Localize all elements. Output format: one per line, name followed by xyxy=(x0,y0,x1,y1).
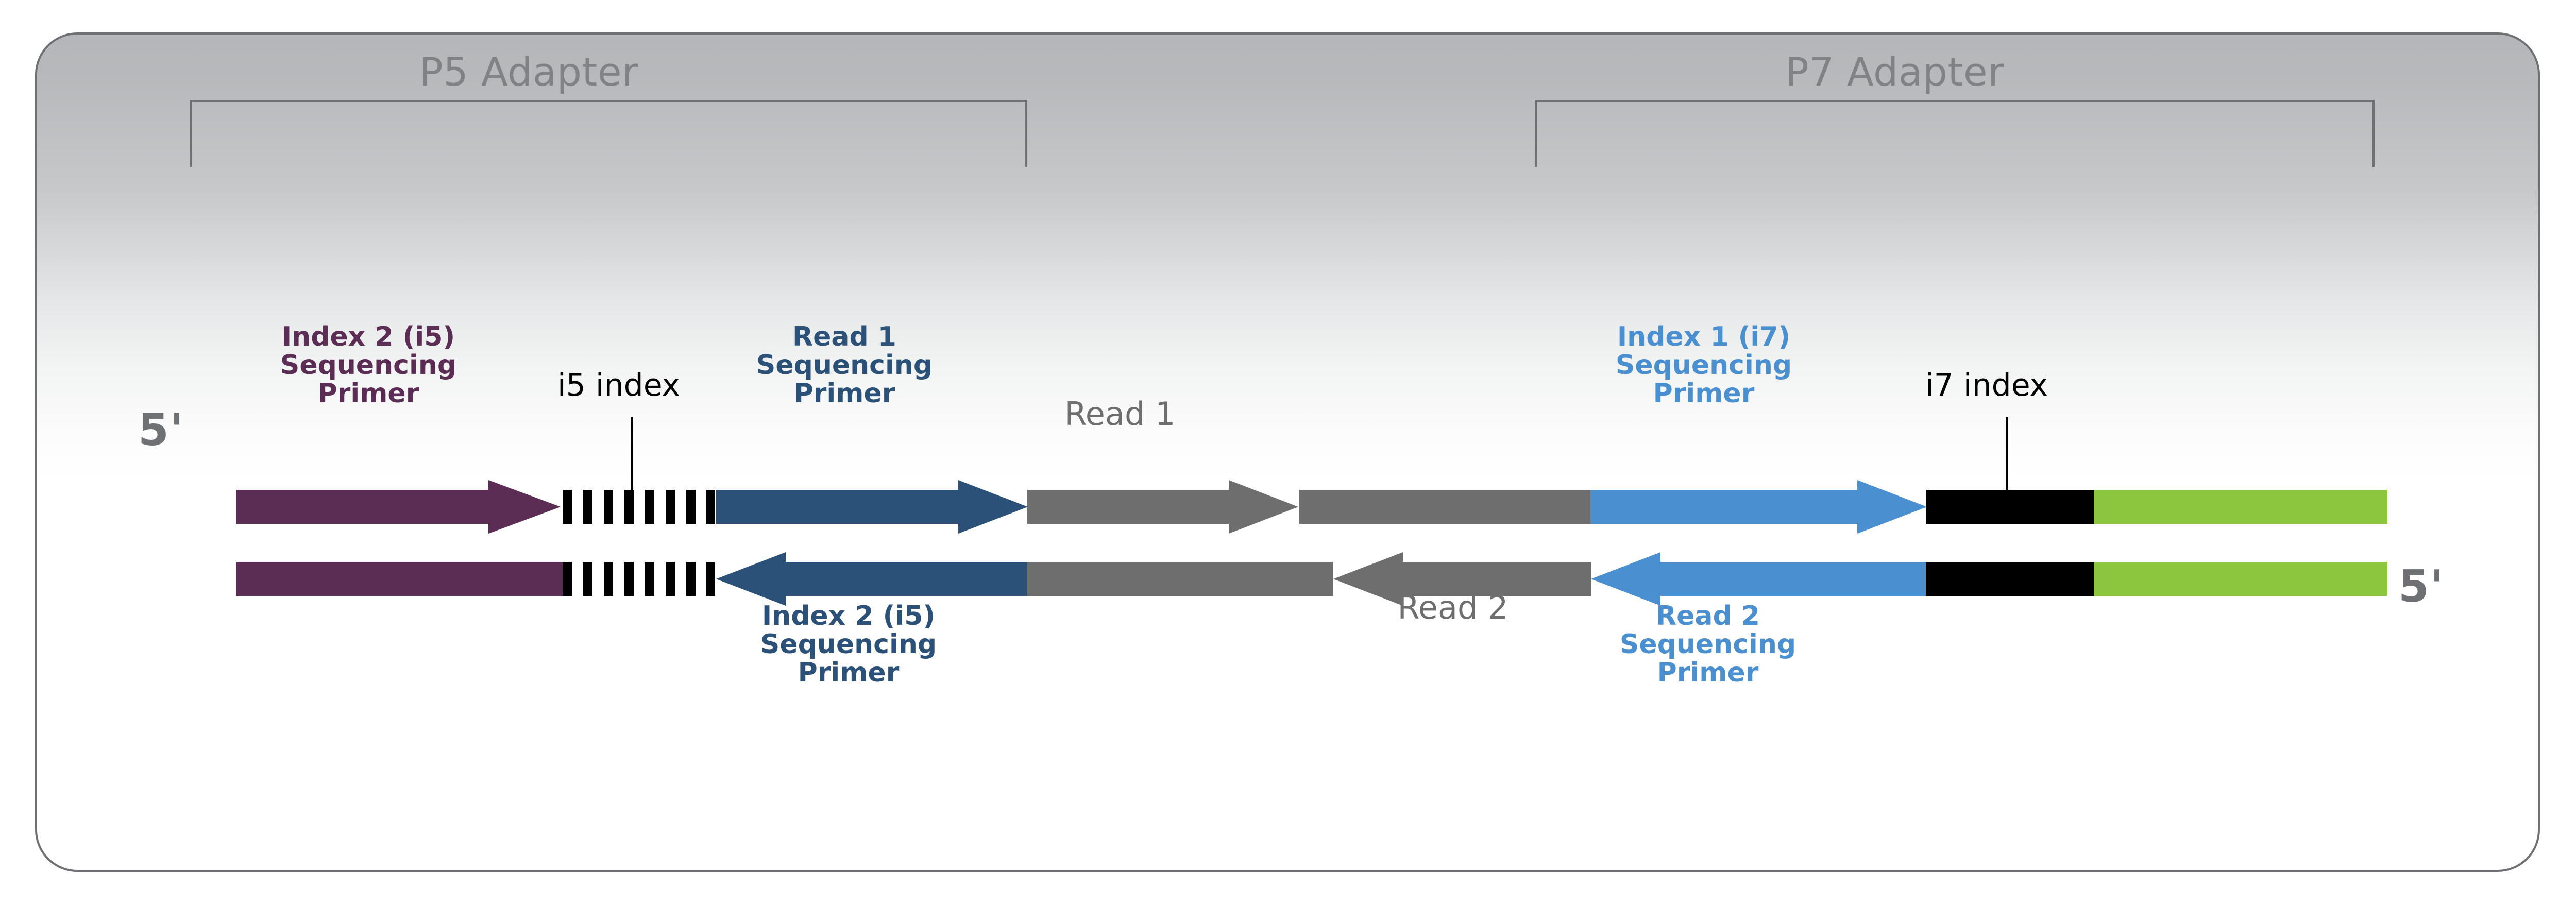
top-i5-index-stripes xyxy=(563,490,717,524)
top-read1-arrow xyxy=(1027,480,1298,534)
top-index2-i5-primer-arrow xyxy=(236,480,561,534)
top-p7-tail-block xyxy=(2094,490,2387,524)
callout-read2: Read 2 xyxy=(1397,589,1509,626)
i7-index-label: i7 index xyxy=(1925,367,2048,403)
p7-adapter-title: P7 Adapter xyxy=(1785,49,2004,95)
callout-read1: Read 1 xyxy=(1064,395,1176,433)
top-index1-i7-primer-arrow xyxy=(1590,480,1927,534)
bottom-insert-block xyxy=(1027,562,1333,596)
top-read1-primer-arrow xyxy=(716,480,1028,534)
bottom-index2-i5-primer-arrow xyxy=(716,552,1028,606)
five-prime-label-right: 5' xyxy=(2398,561,2445,612)
callout-index1-i7-primer: Index 1 (i7) Sequencing Primer xyxy=(1615,321,1792,409)
top-i7-index-block xyxy=(1926,490,2094,524)
bottom-i5-index-stripes xyxy=(563,562,717,596)
bottom-p7-tail-block xyxy=(2094,562,2387,596)
p7-adapter-bracket xyxy=(1535,100,2375,167)
callout-index2-i5-primer-top: Index 2 (i5) Sequencing Primer xyxy=(280,321,457,409)
bottom-read2-arrow xyxy=(1333,552,1591,606)
callout-index2-i5-primer-bottom: Index 2 (i5) Sequencing Primer xyxy=(760,601,937,689)
i5-index-label: i5 index xyxy=(557,367,681,403)
i7-index-leader-line xyxy=(2006,417,2008,490)
i5-index-leader-line xyxy=(631,417,633,490)
bottom-p5-tail-block xyxy=(236,562,563,596)
top-insert-gap-block xyxy=(1299,490,1590,524)
p5-adapter-title: P5 Adapter xyxy=(419,49,638,95)
diagram-card: P5 Adapter P7 Adapter 5' 5' i5 index i7 … xyxy=(35,32,2540,872)
five-prime-label-left: 5' xyxy=(138,404,185,456)
p5-adapter-bracket xyxy=(190,100,1027,167)
bottom-i7-index-block xyxy=(1926,562,2094,596)
callout-read1-primer: Read 1 Sequencing Primer xyxy=(756,321,933,409)
callout-read2-primer: Read 2 Sequencing Primer xyxy=(1619,601,1797,689)
bottom-read2-primer-arrow xyxy=(1591,552,1927,606)
